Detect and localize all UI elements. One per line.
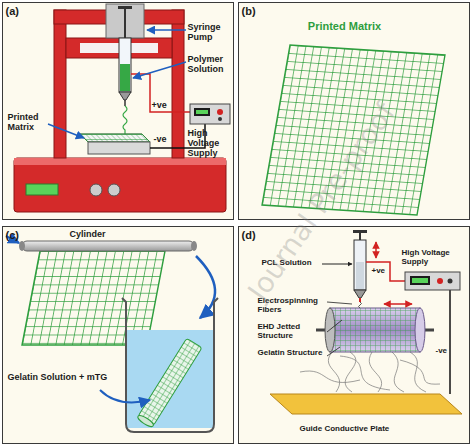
rod-end: [19, 241, 25, 251]
panel-letter: (a): [6, 5, 36, 18]
plate-top: [80, 134, 150, 142]
panel-box: (a) Syringe PumpPolymer Solution +vePrinte…: [2, 2, 234, 220]
positive-wire: [366, 262, 405, 281]
callout-label: -ve: [154, 134, 174, 144]
fiber: [400, 360, 440, 384]
panel-letter: (d): [242, 229, 272, 242]
barrel: [354, 240, 366, 290]
gelatin-solution: [126, 330, 214, 428]
printed-grid: [80, 134, 150, 142]
knob: [108, 184, 120, 196]
fiber: [300, 371, 360, 382]
high-voltage-supply: [190, 104, 230, 124]
fiber: [410, 352, 426, 392]
electrospun-fibers: [300, 352, 440, 392]
needle: [359, 298, 361, 302]
supply-knob: [448, 279, 453, 284]
callout-label: Polymer Solution: [188, 54, 230, 75]
panel-background: [2, 2, 234, 220]
base-top: [14, 158, 226, 165]
callout-label: Gelatin Structure: [258, 348, 326, 357]
display: [26, 184, 58, 195]
base-body: [14, 158, 226, 212]
panel-background: [2, 226, 234, 444]
callout-label: Guide Conductive Plate: [300, 424, 430, 433]
panel-letter: (b): [242, 5, 272, 18]
high-voltage-supply: [405, 272, 460, 290]
leader-line: [327, 347, 340, 356]
ehd-grid: [330, 308, 420, 352]
leader-arrow: [48, 124, 84, 138]
pcl-syringe: [353, 230, 367, 308]
cylinder-end: [415, 308, 425, 352]
fiber: [392, 352, 404, 392]
callout-label: Printed Matrix: [8, 112, 52, 133]
leader-line: [322, 264, 352, 265]
syringe-tip: [354, 290, 366, 298]
supply-readout: [196, 110, 208, 114]
process-arrow: [196, 256, 215, 318]
plate-front: [88, 142, 150, 154]
callout-label: Gelatin Solution + mTG: [8, 372, 126, 382]
callout-label: -ve: [436, 346, 456, 355]
syringe-tip: [119, 92, 131, 100]
callout-label: High Voltage Supply: [188, 128, 232, 159]
fiber: [328, 352, 339, 392]
rolled-end: [136, 414, 154, 429]
beaker: [122, 298, 218, 432]
process-arrow: [100, 390, 150, 402]
leader-arrow: [147, 29, 186, 31]
cylinder-rod: [22, 241, 194, 251]
printer-base: [14, 158, 226, 212]
callout-label: Printed Matrix: [290, 20, 400, 33]
gantry-column: [172, 10, 184, 158]
pump-holder: [106, 4, 144, 38]
supply-display: [194, 108, 210, 116]
syringe: [118, 6, 132, 134]
fiber: [340, 356, 390, 390]
leader-line: [327, 320, 342, 332]
supply-knob: [218, 117, 222, 121]
knob: [90, 184, 102, 196]
plunger: [359, 232, 361, 240]
needle: [124, 100, 126, 106]
motion-arrow: [375, 242, 377, 258]
rolled-grid: [138, 338, 202, 426]
rod-end: [191, 241, 197, 251]
barrel: [119, 38, 131, 92]
supply-knob: [217, 109, 223, 115]
panel-box: (b) Printed Matrix: [238, 2, 470, 220]
plunger: [124, 8, 126, 38]
fiber: [369, 352, 381, 392]
callout-label: +ve: [152, 100, 174, 110]
polymer-liquid: [120, 64, 130, 91]
gantry-column: [54, 10, 66, 158]
pcl-liquid: [356, 262, 364, 289]
pcl-jet: [359, 302, 362, 308]
supply-readout: [412, 278, 428, 283]
polymer-jet: [123, 106, 127, 134]
motion-arrow: [384, 303, 412, 305]
gelatin-cylinder: [330, 308, 420, 352]
panel-letter: (c): [6, 229, 36, 242]
panel-box: (c) CylinderGelatin Solution + mTG: [2, 226, 234, 444]
callout-label: Cylinder: [70, 229, 130, 239]
supply-box: [405, 272, 460, 290]
callout-label: EHD Jetted Structure: [258, 322, 326, 340]
rolled-matrix: [136, 338, 202, 428]
positive-wire: [131, 74, 190, 112]
conductive-plate: [270, 394, 462, 414]
callout-label: +ve: [372, 266, 392, 275]
collector-plate: [80, 134, 150, 154]
negative-wire: [449, 290, 451, 394]
leader-line: [327, 302, 352, 304]
supply-display: [410, 276, 430, 285]
rolled-body: [138, 338, 202, 426]
supply-knob: [437, 278, 443, 284]
supply-box: [190, 104, 230, 124]
panel-background: [238, 2, 470, 220]
callout-label: Syringe Pump: [188, 22, 230, 43]
leader-arrow: [133, 62, 186, 78]
callout-label: High Voltage Supply: [402, 248, 466, 266]
